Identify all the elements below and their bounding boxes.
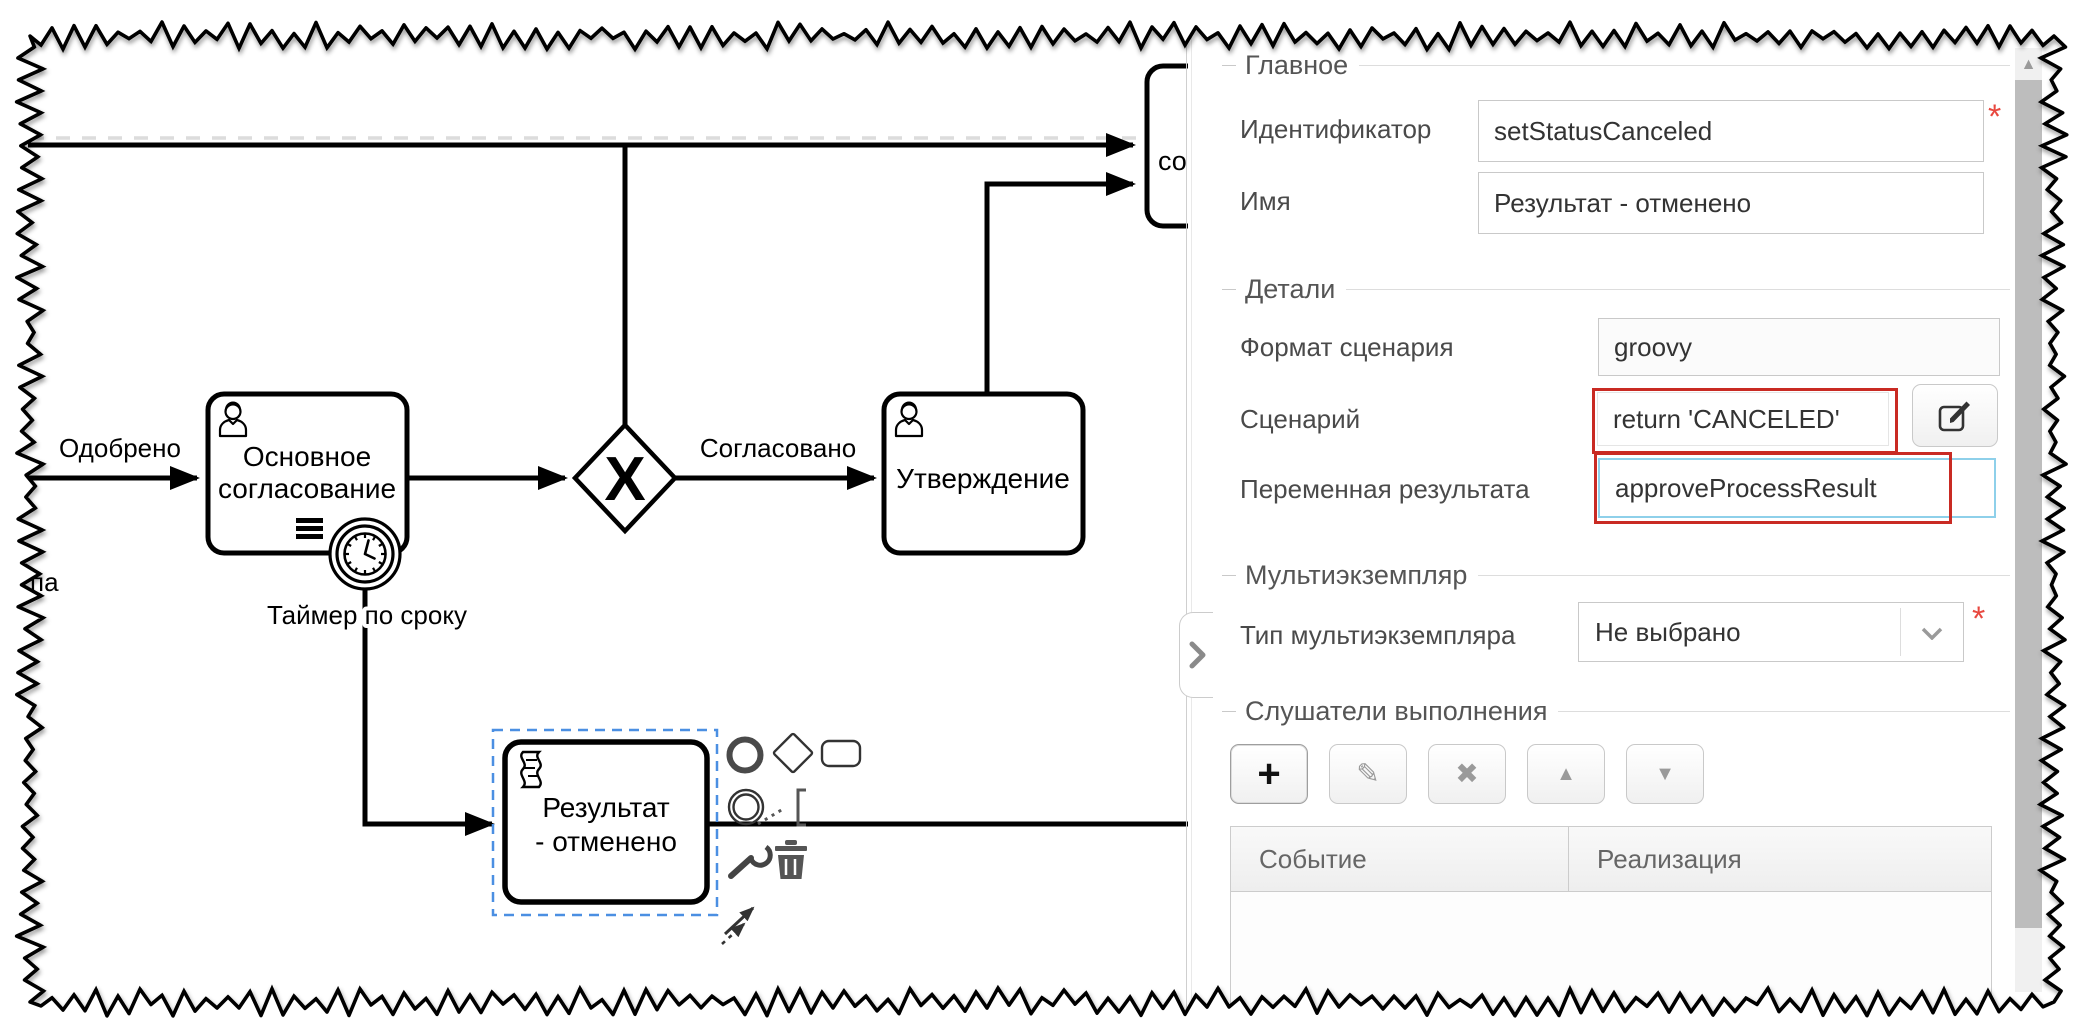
name-label: Имя (1240, 186, 1291, 216)
flow-label-approved: Одобрено (59, 433, 181, 463)
triangle-down-icon: ▼ (1655, 763, 1675, 785)
delete-listener-button[interactable]: ✖ (1428, 744, 1506, 804)
identifier-label: Идентификатор (1240, 114, 1432, 144)
chevron-down-icon (1921, 627, 1943, 640)
timer-boundary-event[interactable] (328, 517, 402, 591)
script-input[interactable]: return 'CANCELED' (1597, 392, 1889, 446)
exclusive-gateway[interactable]: X (571, 421, 679, 535)
group-details: Детали (1222, 272, 2010, 306)
edit-listener-button[interactable]: ✎ (1329, 744, 1407, 804)
scrollbar-thumb[interactable] (2015, 80, 2042, 928)
group-main: Главное (1222, 48, 2010, 82)
listeners-table-body[interactable] (1230, 892, 1992, 1004)
listeners-table-header: Событие Реализация (1230, 826, 1992, 892)
column-event[interactable]: Событие (1231, 827, 1569, 891)
task-main-approval-label-1: Основное (243, 441, 371, 472)
multi-instance-type-select[interactable]: Не выбрано (1578, 602, 1964, 662)
task-clipped-label: со (1158, 146, 1187, 176)
script-format-label: Формат сценария (1240, 332, 1454, 362)
task-result-canceled[interactable]: Результат - отменено (502, 739, 710, 905)
name-input[interactable]: Результат - отменено (1478, 172, 1984, 234)
move-up-button[interactable]: ▲ (1527, 744, 1605, 804)
text-annotation-icon[interactable] (757, 788, 806, 827)
panel-border-inner (1191, 30, 1192, 1008)
column-implementation[interactable]: Реализация (1597, 843, 1742, 874)
cross-icon: ✖ (1455, 758, 1479, 789)
move-down-button[interactable]: ▼ (1626, 744, 1704, 804)
scrollbar-up-icon[interactable]: ▲ (2020, 56, 2037, 73)
wrench-icon[interactable] (728, 844, 773, 879)
sequence-flow-approval-to-top-task[interactable] (984, 172, 1136, 394)
triangle-up-icon: ▲ (1556, 763, 1576, 785)
panel-collapse-tab[interactable] (1179, 612, 1213, 698)
add-listener-button[interactable]: + (1230, 744, 1308, 804)
append-end-event-icon[interactable] (726, 736, 764, 774)
group-listeners: Слушатели выполнения (1222, 694, 2010, 728)
multi-instance-required-marker: * (1972, 600, 1986, 638)
task-approval-label: Утверждение (896, 463, 1070, 494)
task-result-label-1: Результат (542, 792, 670, 823)
trash-icon[interactable] (775, 840, 807, 879)
panel-border (1186, 30, 1187, 1008)
pencil-icon: ✎ (1356, 758, 1380, 789)
append-intermediate-event-icon[interactable] (727, 788, 765, 826)
task-result-label-2: - отменено (535, 826, 677, 857)
result-variable-input[interactable]: approveProcessResult (1598, 458, 1996, 518)
flow-label-agreed: Согласовано (700, 433, 856, 463)
script-label: Сценарий (1240, 404, 1361, 434)
sequential-multi-instance-icon (296, 518, 323, 539)
edit-script-button[interactable] (1912, 384, 1998, 447)
edit-script-icon (1938, 401, 1970, 431)
plus-icon: + (1257, 752, 1281, 796)
append-task-icon[interactable] (820, 739, 862, 768)
identifier-input[interactable]: setStatusCanceled (1478, 100, 1984, 162)
append-gateway-icon[interactable] (772, 732, 814, 774)
script-format-input[interactable]: groovy (1598, 318, 2000, 376)
group-multi-instance: Мультиэкземпляр (1222, 558, 2010, 592)
identifier-required-marker: * (1988, 98, 2002, 136)
group-main-title: Главное (1245, 49, 1349, 80)
multi-instance-type-label: Тип мультиэкземпляра (1240, 620, 1516, 650)
task-approval[interactable]: Утверждение (881, 391, 1086, 556)
result-variable-label: Переменная результата (1240, 474, 1530, 504)
task-main-approval-label-2: согласование (218, 473, 396, 504)
connect-tool-icon[interactable] (721, 906, 755, 945)
select-divider (1900, 608, 1901, 656)
chevron-right-icon (1189, 641, 1205, 669)
timer-event-label: Таймер по сроку (267, 600, 467, 630)
context-pad (721, 732, 862, 945)
group-multi-instance-title: Мультиэкземпляр (1245, 559, 1468, 590)
group-details-title: Детали (1245, 273, 1336, 304)
group-listeners-title: Слушатели выполнения (1245, 695, 1548, 726)
clipped-left-label: па (30, 567, 59, 597)
gateway-x-marker: X (604, 445, 645, 514)
